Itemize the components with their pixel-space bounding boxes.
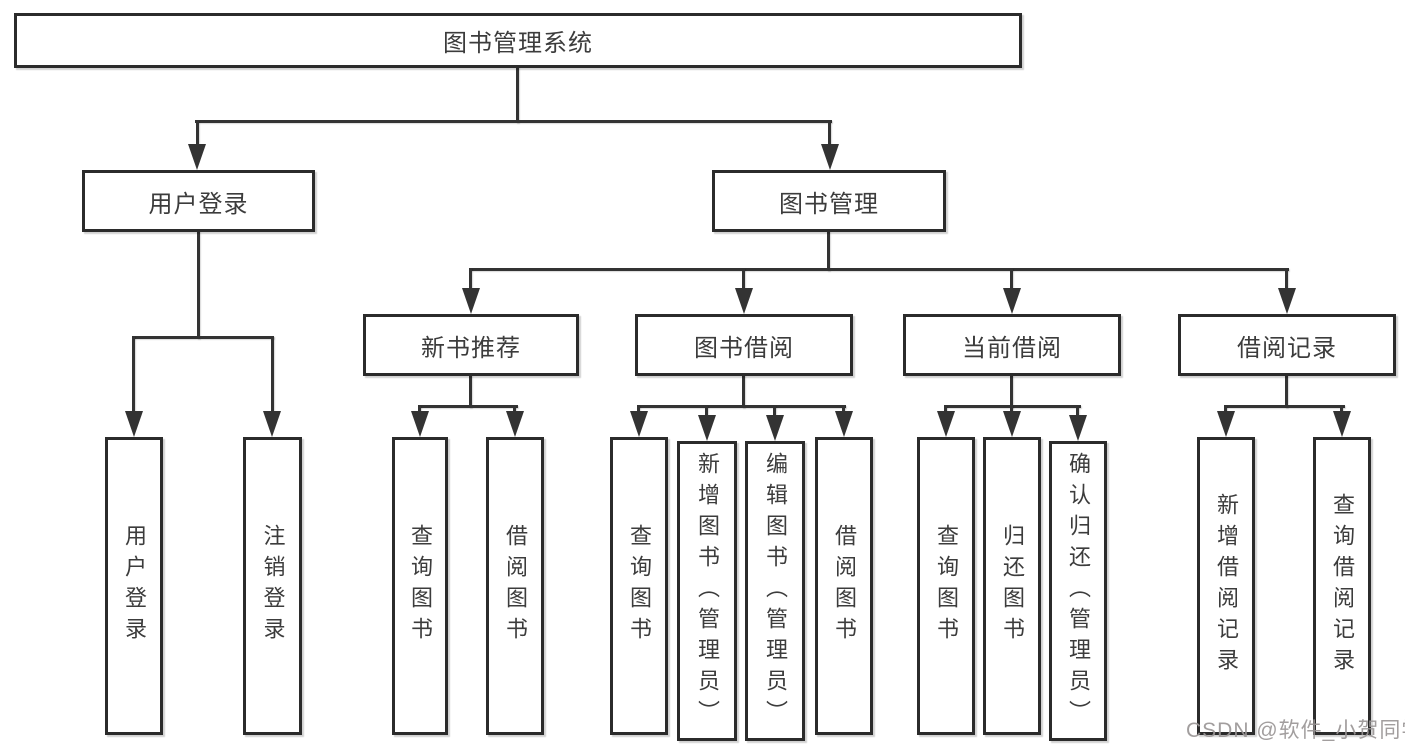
- connector-mgmt-c1-stem: [469, 268, 472, 291]
- arrow-to-leaf-edit-book-admin: [766, 415, 784, 441]
- node-new-book-recommend: 新书推荐: [363, 314, 579, 376]
- connector-root-right-stem: [828, 120, 831, 147]
- connector-borrow-leaf2-stem: [705, 405, 708, 418]
- arrow-to-leaf-borrow-books: [835, 411, 853, 437]
- connector-records-bar: [1224, 405, 1345, 408]
- arrow-to-leaf-logout: [263, 411, 281, 437]
- node-borrowing-records: 借阅记录: [1178, 314, 1396, 376]
- leaf-edit-book-admin: 编辑图书（管理员）: [745, 441, 805, 741]
- connector-mgmt-c2-stem: [742, 268, 745, 291]
- leaf-query-borrow-record: 查询借阅记录: [1313, 437, 1371, 735]
- arrow-to-leaf-add-book-admin: [698, 415, 716, 441]
- connector-login-bar: [132, 336, 274, 339]
- arrow-to-leaf-add-borrow-record: [1217, 411, 1235, 437]
- connector-records-leaf2-stem: [1340, 405, 1343, 415]
- leaf-user-login: 用户登录: [105, 437, 163, 735]
- connector-current-stem: [1010, 375, 1013, 408]
- arrow-to-leaf-query-books-borrow: [630, 411, 648, 437]
- node-root: 图书管理系统: [14, 13, 1022, 68]
- connector-mgmt-bar: [469, 268, 1289, 271]
- connector-mgmt-c3-stem: [1010, 268, 1013, 291]
- leaf-borrow-books-recommend: 借阅图书: [486, 437, 544, 735]
- connector-login-leaf1-stem: [132, 336, 135, 414]
- node-current-borrowing: 当前借阅: [903, 314, 1121, 376]
- node-book-management: 图书管理: [712, 170, 946, 232]
- connector-recommend-bar: [418, 405, 518, 408]
- connector-borrow-leaf4-stem: [842, 405, 845, 415]
- connector-root-left-stem: [196, 120, 199, 147]
- connector-records-leaf1-stem: [1224, 405, 1227, 415]
- leaf-query-books-current: 查询图书: [917, 437, 975, 735]
- arrow-to-user-login: [188, 144, 206, 170]
- leaf-borrow-books: 借阅图书: [815, 437, 873, 735]
- connector-root-stem: [516, 67, 519, 123]
- arrow-to-book-management: [821, 144, 839, 170]
- arrow-to-leaf-query-books-recommend: [411, 411, 429, 437]
- connector-current-leaf1-stem: [944, 405, 947, 415]
- connector-recommend-leaf2-stem: [513, 405, 516, 415]
- arrow-to-leaf-query-borrow-record: [1333, 411, 1351, 437]
- leaf-add-book-admin: 新增图书（管理员）: [677, 441, 737, 741]
- connector-root-bar: [195, 120, 832, 123]
- csdn-watermark: CSDN @软件_小贺同学: [1186, 719, 1405, 742]
- leaf-add-borrow-record: 新增借阅记录: [1197, 437, 1255, 735]
- node-user-login: 用户登录: [82, 170, 315, 232]
- connector-borrow-stem: [742, 375, 745, 408]
- connector-borrow-leaf3-stem: [773, 405, 776, 418]
- arrow-to-current-borrowing: [1003, 288, 1021, 314]
- arrow-to-borrowing-records: [1278, 288, 1296, 314]
- leaf-logout: 注销登录: [243, 437, 302, 735]
- connector-login-stem: [197, 231, 200, 339]
- arrow-to-leaf-user-login: [125, 411, 143, 437]
- connector-records-stem: [1285, 375, 1288, 408]
- connector-mgmt-stem: [827, 231, 830, 271]
- arrow-to-new-book-recommend: [462, 288, 480, 314]
- connector-borrow-bar: [637, 405, 846, 408]
- arrow-to-leaf-return-book: [1003, 411, 1021, 437]
- leaf-return-book: 归还图书: [983, 437, 1041, 735]
- arrow-to-leaf-confirm-return-admin: [1069, 415, 1087, 441]
- arrow-to-leaf-borrow-books-recommend: [506, 411, 524, 437]
- leaf-query-books-recommend: 查询图书: [392, 437, 448, 735]
- arrow-to-leaf-query-books-current: [937, 411, 955, 437]
- arrow-to-book-borrowing: [735, 288, 753, 314]
- leaf-query-books-borrow: 查询图书: [610, 437, 668, 735]
- connector-recommend-leaf1-stem: [418, 405, 421, 415]
- connector-mgmt-c4-stem: [1285, 268, 1288, 291]
- connector-login-leaf2-stem: [271, 336, 274, 414]
- node-book-borrowing: 图书借阅: [635, 314, 853, 376]
- connector-current-leaf2-stem: [1010, 405, 1013, 415]
- connector-current-leaf3-stem: [1076, 405, 1079, 418]
- connector-recommend-stem: [469, 375, 472, 408]
- leaf-confirm-return-admin: 确认归还（管理员）: [1049, 441, 1107, 741]
- connector-borrow-leaf1-stem: [637, 405, 640, 415]
